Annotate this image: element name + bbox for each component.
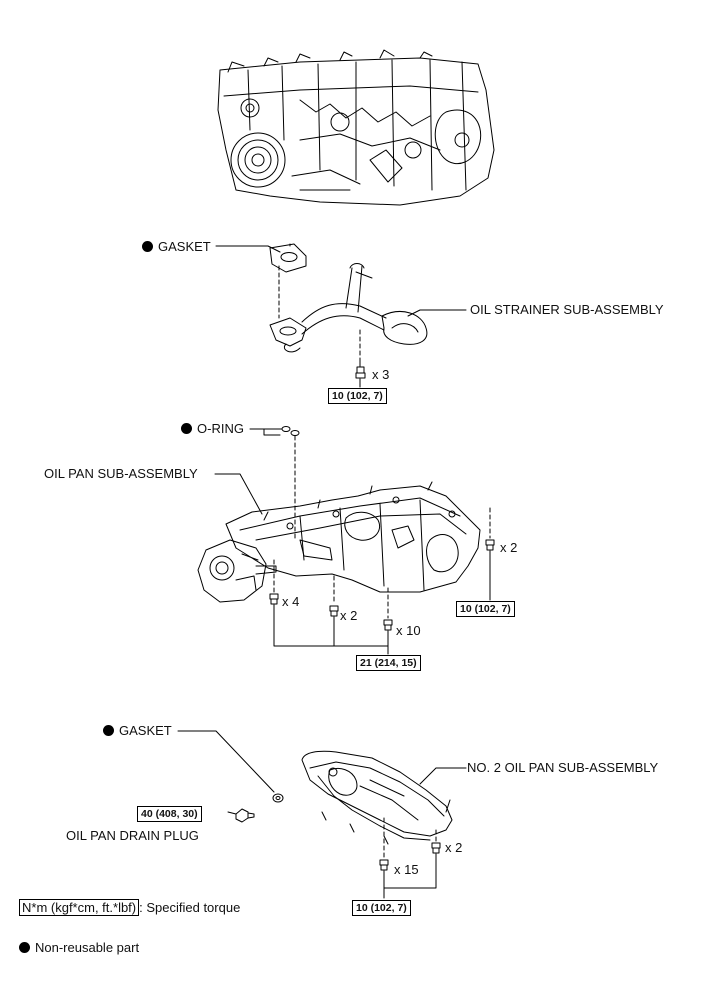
pan-main-bolt-qty: x 10 bbox=[396, 623, 421, 638]
pan-mid-bolt-qty: x 2 bbox=[340, 608, 358, 623]
no2-oil-pan-label: NO. 2 OIL PAN SUB-ASSEMBLY bbox=[467, 760, 659, 775]
no2-oil-pan-bolts bbox=[379, 842, 441, 871]
non-reusable-dot-icon bbox=[19, 942, 30, 953]
pan-right-bolt-qty: x 2 bbox=[500, 540, 518, 555]
drain-plug-illustration bbox=[235, 808, 255, 823]
no2-pan-bolt-qty-b: x 15 bbox=[394, 862, 419, 877]
drain-plug-label: OIL PAN DRAIN PLUG bbox=[66, 828, 199, 843]
no2-pan-torque-box: 10 (102, 7) bbox=[352, 900, 411, 916]
pan-left-bolt-qty: x 4 bbox=[282, 594, 300, 609]
o-ring-label: O-RING bbox=[181, 421, 244, 437]
pan-right-torque-box: 10 (102, 7) bbox=[456, 601, 515, 617]
non-reusable-dot-icon bbox=[103, 725, 114, 736]
gasket-label-top: GASKET bbox=[142, 239, 211, 255]
no2-pan-bolt-qty-a: x 2 bbox=[445, 840, 463, 855]
legend-non-reusable: Non-reusable part bbox=[19, 940, 139, 956]
oil-strainer-label: OIL STRAINER SUB-ASSEMBLY bbox=[470, 302, 664, 317]
strainer-bolt-qty: x 3 bbox=[372, 367, 390, 382]
drain-plug-torque-box: 40 (408, 30) bbox=[137, 806, 202, 822]
strainer-torque-box: 10 (102, 7) bbox=[328, 388, 387, 404]
non-reusable-dot-icon bbox=[142, 241, 153, 252]
oil-strainer-illustration bbox=[269, 243, 428, 379]
oil-pan-illustration bbox=[197, 481, 481, 603]
legend-torque-unit: N*m (kgf*cm, ft.*lbf) bbox=[19, 899, 140, 916]
legend-torque: N*m (kgf*cm, ft.*lbf): Specified torque bbox=[19, 899, 240, 916]
gasket-ring bbox=[272, 793, 284, 803]
pan-main-torque-box: 21 (214, 15) bbox=[356, 655, 421, 671]
oil-pan-label: OIL PAN SUB-ASSEMBLY bbox=[44, 466, 198, 481]
oil-pan-bolts bbox=[269, 539, 495, 631]
no2-oil-pan-illustration bbox=[301, 750, 453, 845]
non-reusable-dot-icon bbox=[181, 423, 192, 434]
legend-torque-desc: : Specified torque bbox=[139, 900, 241, 915]
engine-block-illustration bbox=[217, 49, 495, 206]
gasket-label-bottom: GASKET bbox=[103, 723, 172, 739]
o-ring-illustration bbox=[281, 426, 300, 436]
